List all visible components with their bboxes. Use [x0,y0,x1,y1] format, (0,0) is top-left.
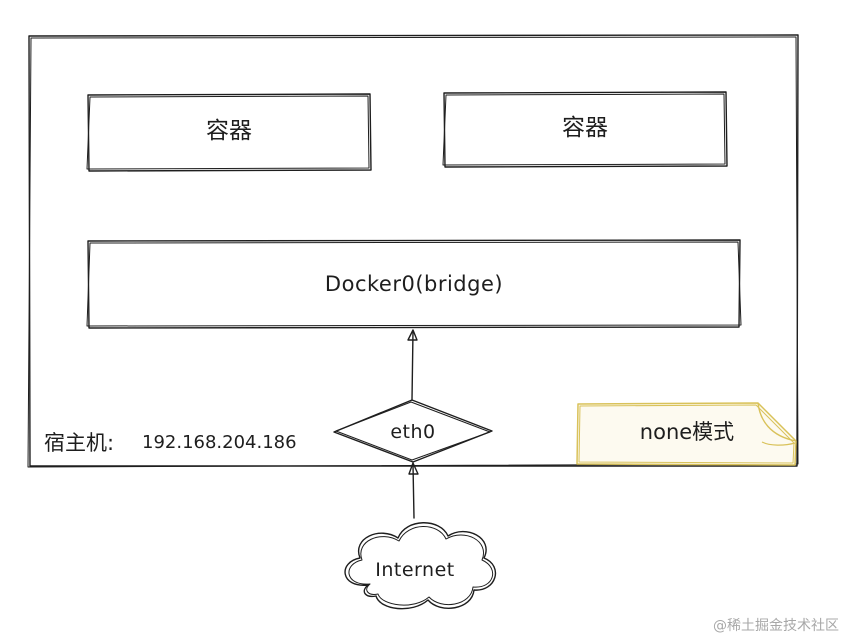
host-machine-label: 宿主机: [44,431,115,455]
arrow-eth0-to-bridge [407,329,418,401]
host-ip-address: 192.168.204.186 [142,432,297,453]
bridge-label: Docker0(bridge) [324,272,504,296]
host-machine-box [27,34,799,468]
network-mode-note: none模式 [639,420,735,444]
internet-label: Internet [375,559,455,581]
eth0-diamond [333,399,493,463]
container-label-2: 容器 [562,115,608,141]
eth0-label: eth0 [390,421,436,443]
container-box-1 [86,93,372,172]
arrow-internet-to-eth0 [408,462,419,519]
note-shape [576,402,797,466]
watermark: @稀土掘金技术社区 [713,618,839,634]
internet-cloud [344,522,497,610]
container-box-2 [442,91,728,168]
bridge-box [86,239,742,329]
container-label-1: 容器 [206,118,252,144]
